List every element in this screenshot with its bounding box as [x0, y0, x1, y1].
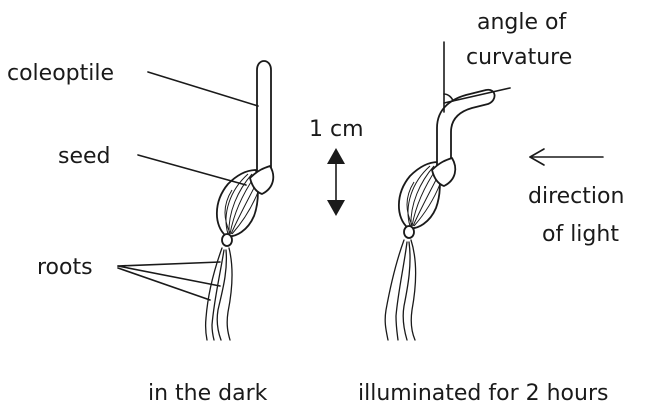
light-direction-arrow [529, 148, 604, 166]
husk-dark [249, 165, 275, 195]
scale-label: 1 cm [309, 117, 364, 142]
scale-arrow [327, 148, 345, 216]
roots-label: roots [37, 255, 93, 280]
husk-illuminated [431, 157, 457, 187]
angle-of-curvature-indicator [443, 41, 511, 113]
roots-pointer-3 [117, 267, 211, 301]
seed-label: seed [58, 144, 111, 169]
roots-pointer-2 [117, 265, 221, 287]
seed-pointer [137, 154, 247, 186]
coleoptile-illuminated [436, 88, 496, 180]
seed-node-illuminated [403, 225, 415, 239]
direction-of-light-label-line1: direction [528, 184, 624, 209]
seedling-dark [204, 60, 275, 341]
angle-arc [443, 93, 454, 102]
tip-direction-line [443, 87, 511, 104]
angle-of-curvature-label-line2: curvature [466, 45, 572, 70]
roots-illuminated [384, 239, 417, 341]
caption-dark: in the dark [148, 381, 268, 405]
seed-striations-dark [224, 173, 259, 235]
roots-dark [204, 247, 233, 341]
roots-pointer-1 [117, 261, 221, 267]
coleoptile-pointer [147, 71, 259, 107]
caption-illuminated: illuminated for 2 hours [358, 381, 608, 405]
coleoptile-label: coleoptile [7, 61, 114, 86]
coleoptile-dark [256, 60, 272, 188]
direction-of-light-label-line2: of light [542, 222, 619, 247]
seed-node-dark [221, 233, 233, 247]
angle-of-curvature-label-line1: angle of [477, 10, 567, 35]
seedling-illuminated [384, 88, 496, 341]
